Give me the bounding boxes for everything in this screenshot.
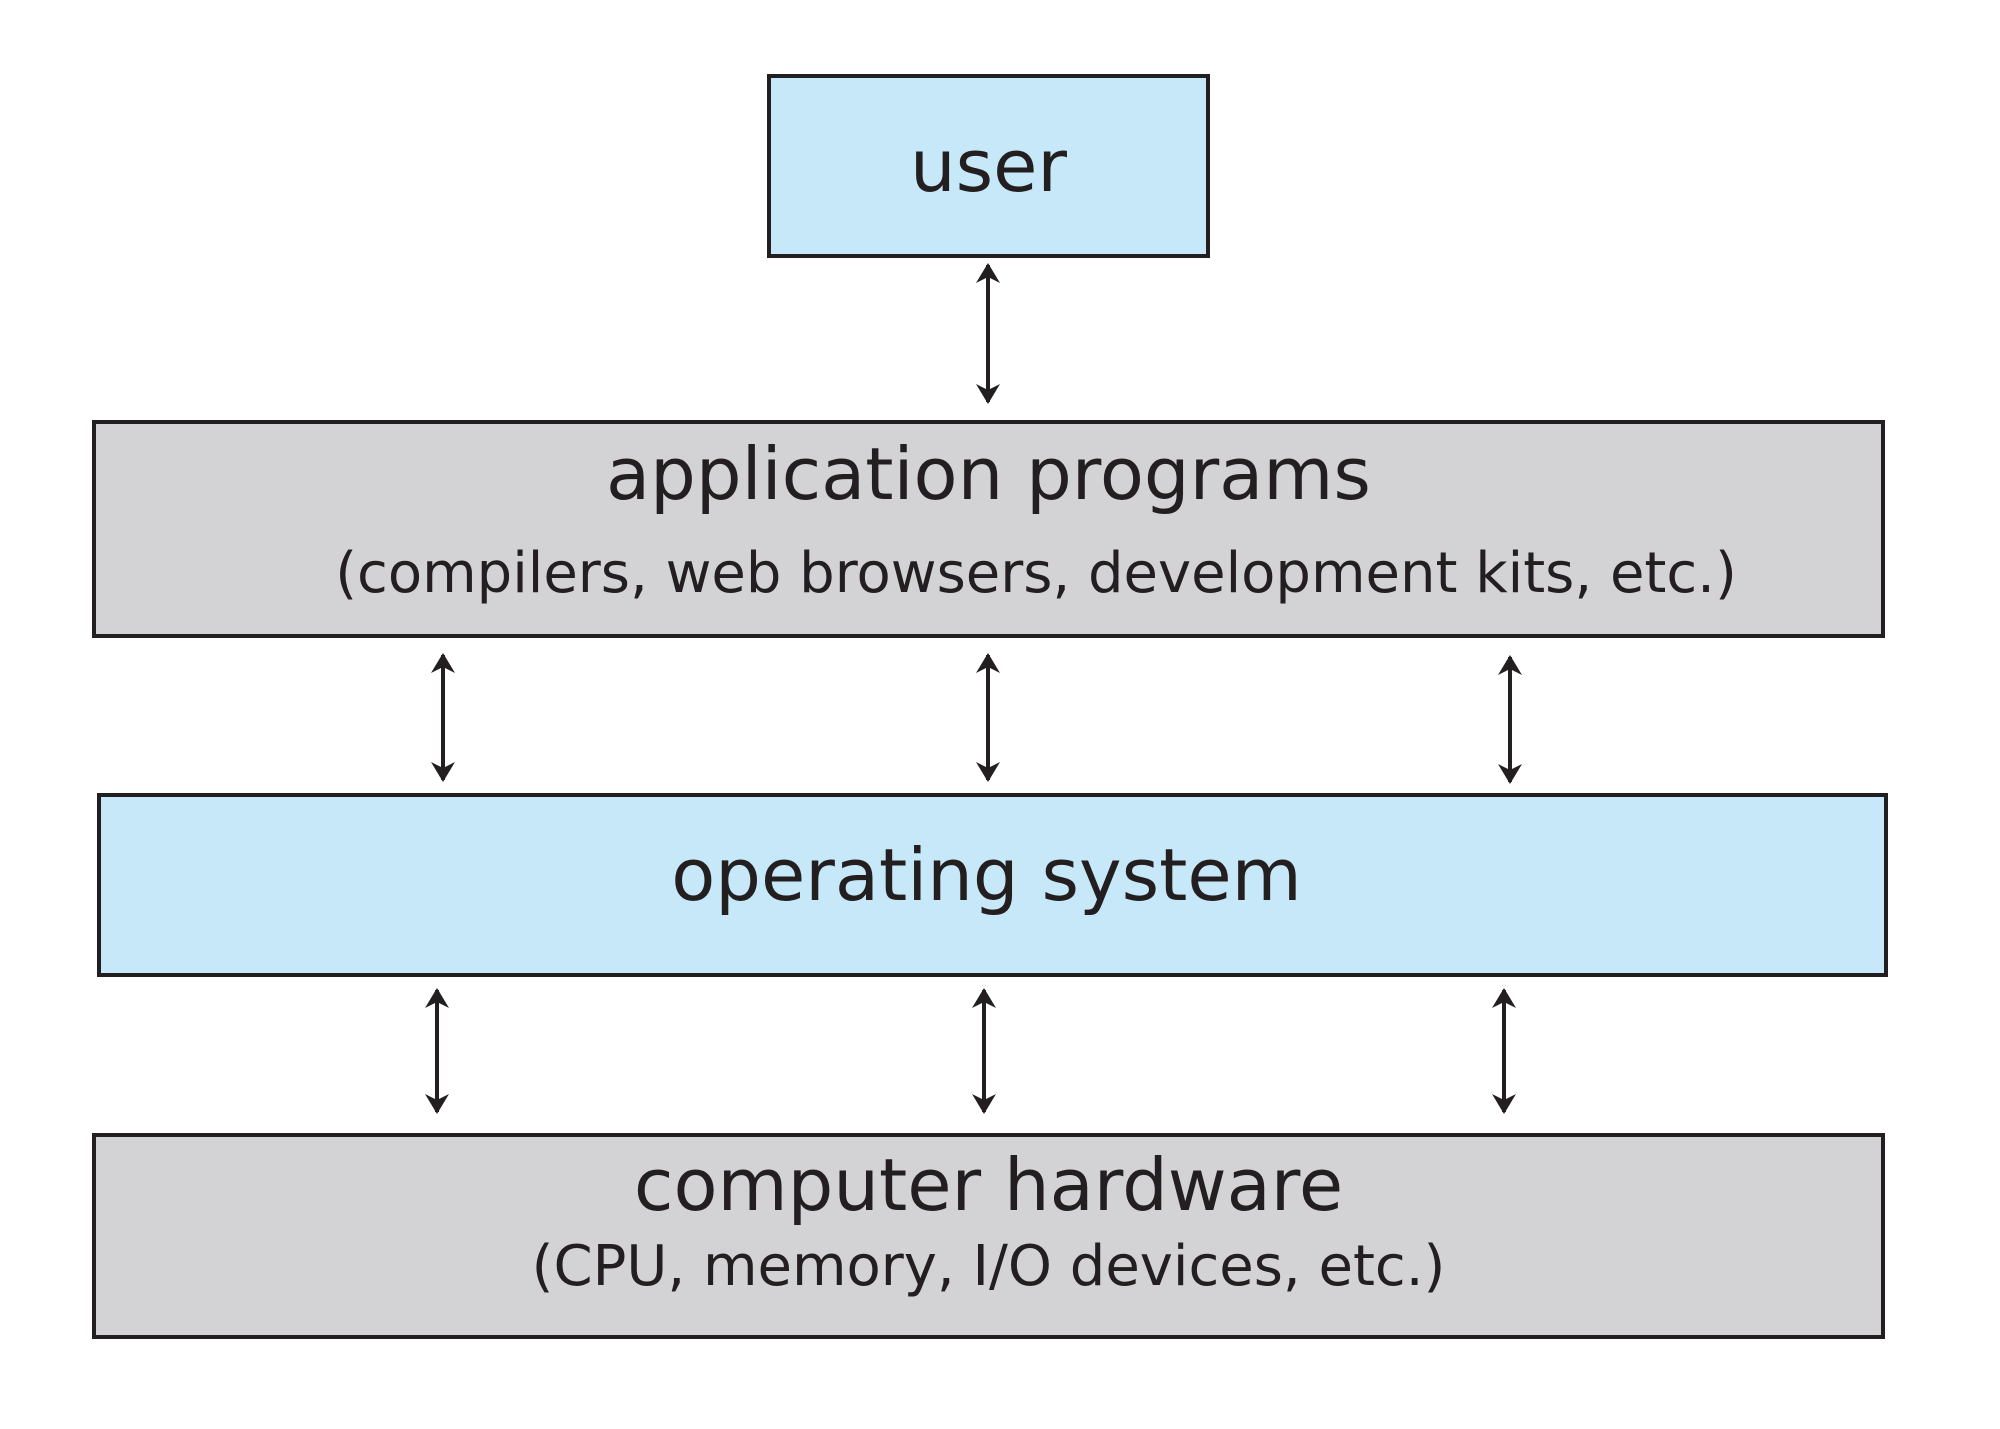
operating-system-layer: operating system (97, 793, 1888, 977)
application-programs-label: application programs (606, 432, 1371, 516)
operating-system-label: operating system (671, 833, 1302, 917)
computer-hardware-label: computer hardware (633, 1143, 1344, 1227)
user-layer: user (767, 74, 1210, 258)
computer-hardware-detail: (CPU, memory, I/O devices, etc.) (531, 1234, 1446, 1299)
computer-hardware-layer: computer hardware (CPU, memory, I/O devi… (92, 1133, 1885, 1339)
user-label: user (909, 124, 1068, 208)
application-programs-layer: application programs (compilers, web bro… (92, 420, 1885, 638)
application-programs-detail: (compilers, web browsers, development ki… (335, 541, 1737, 606)
